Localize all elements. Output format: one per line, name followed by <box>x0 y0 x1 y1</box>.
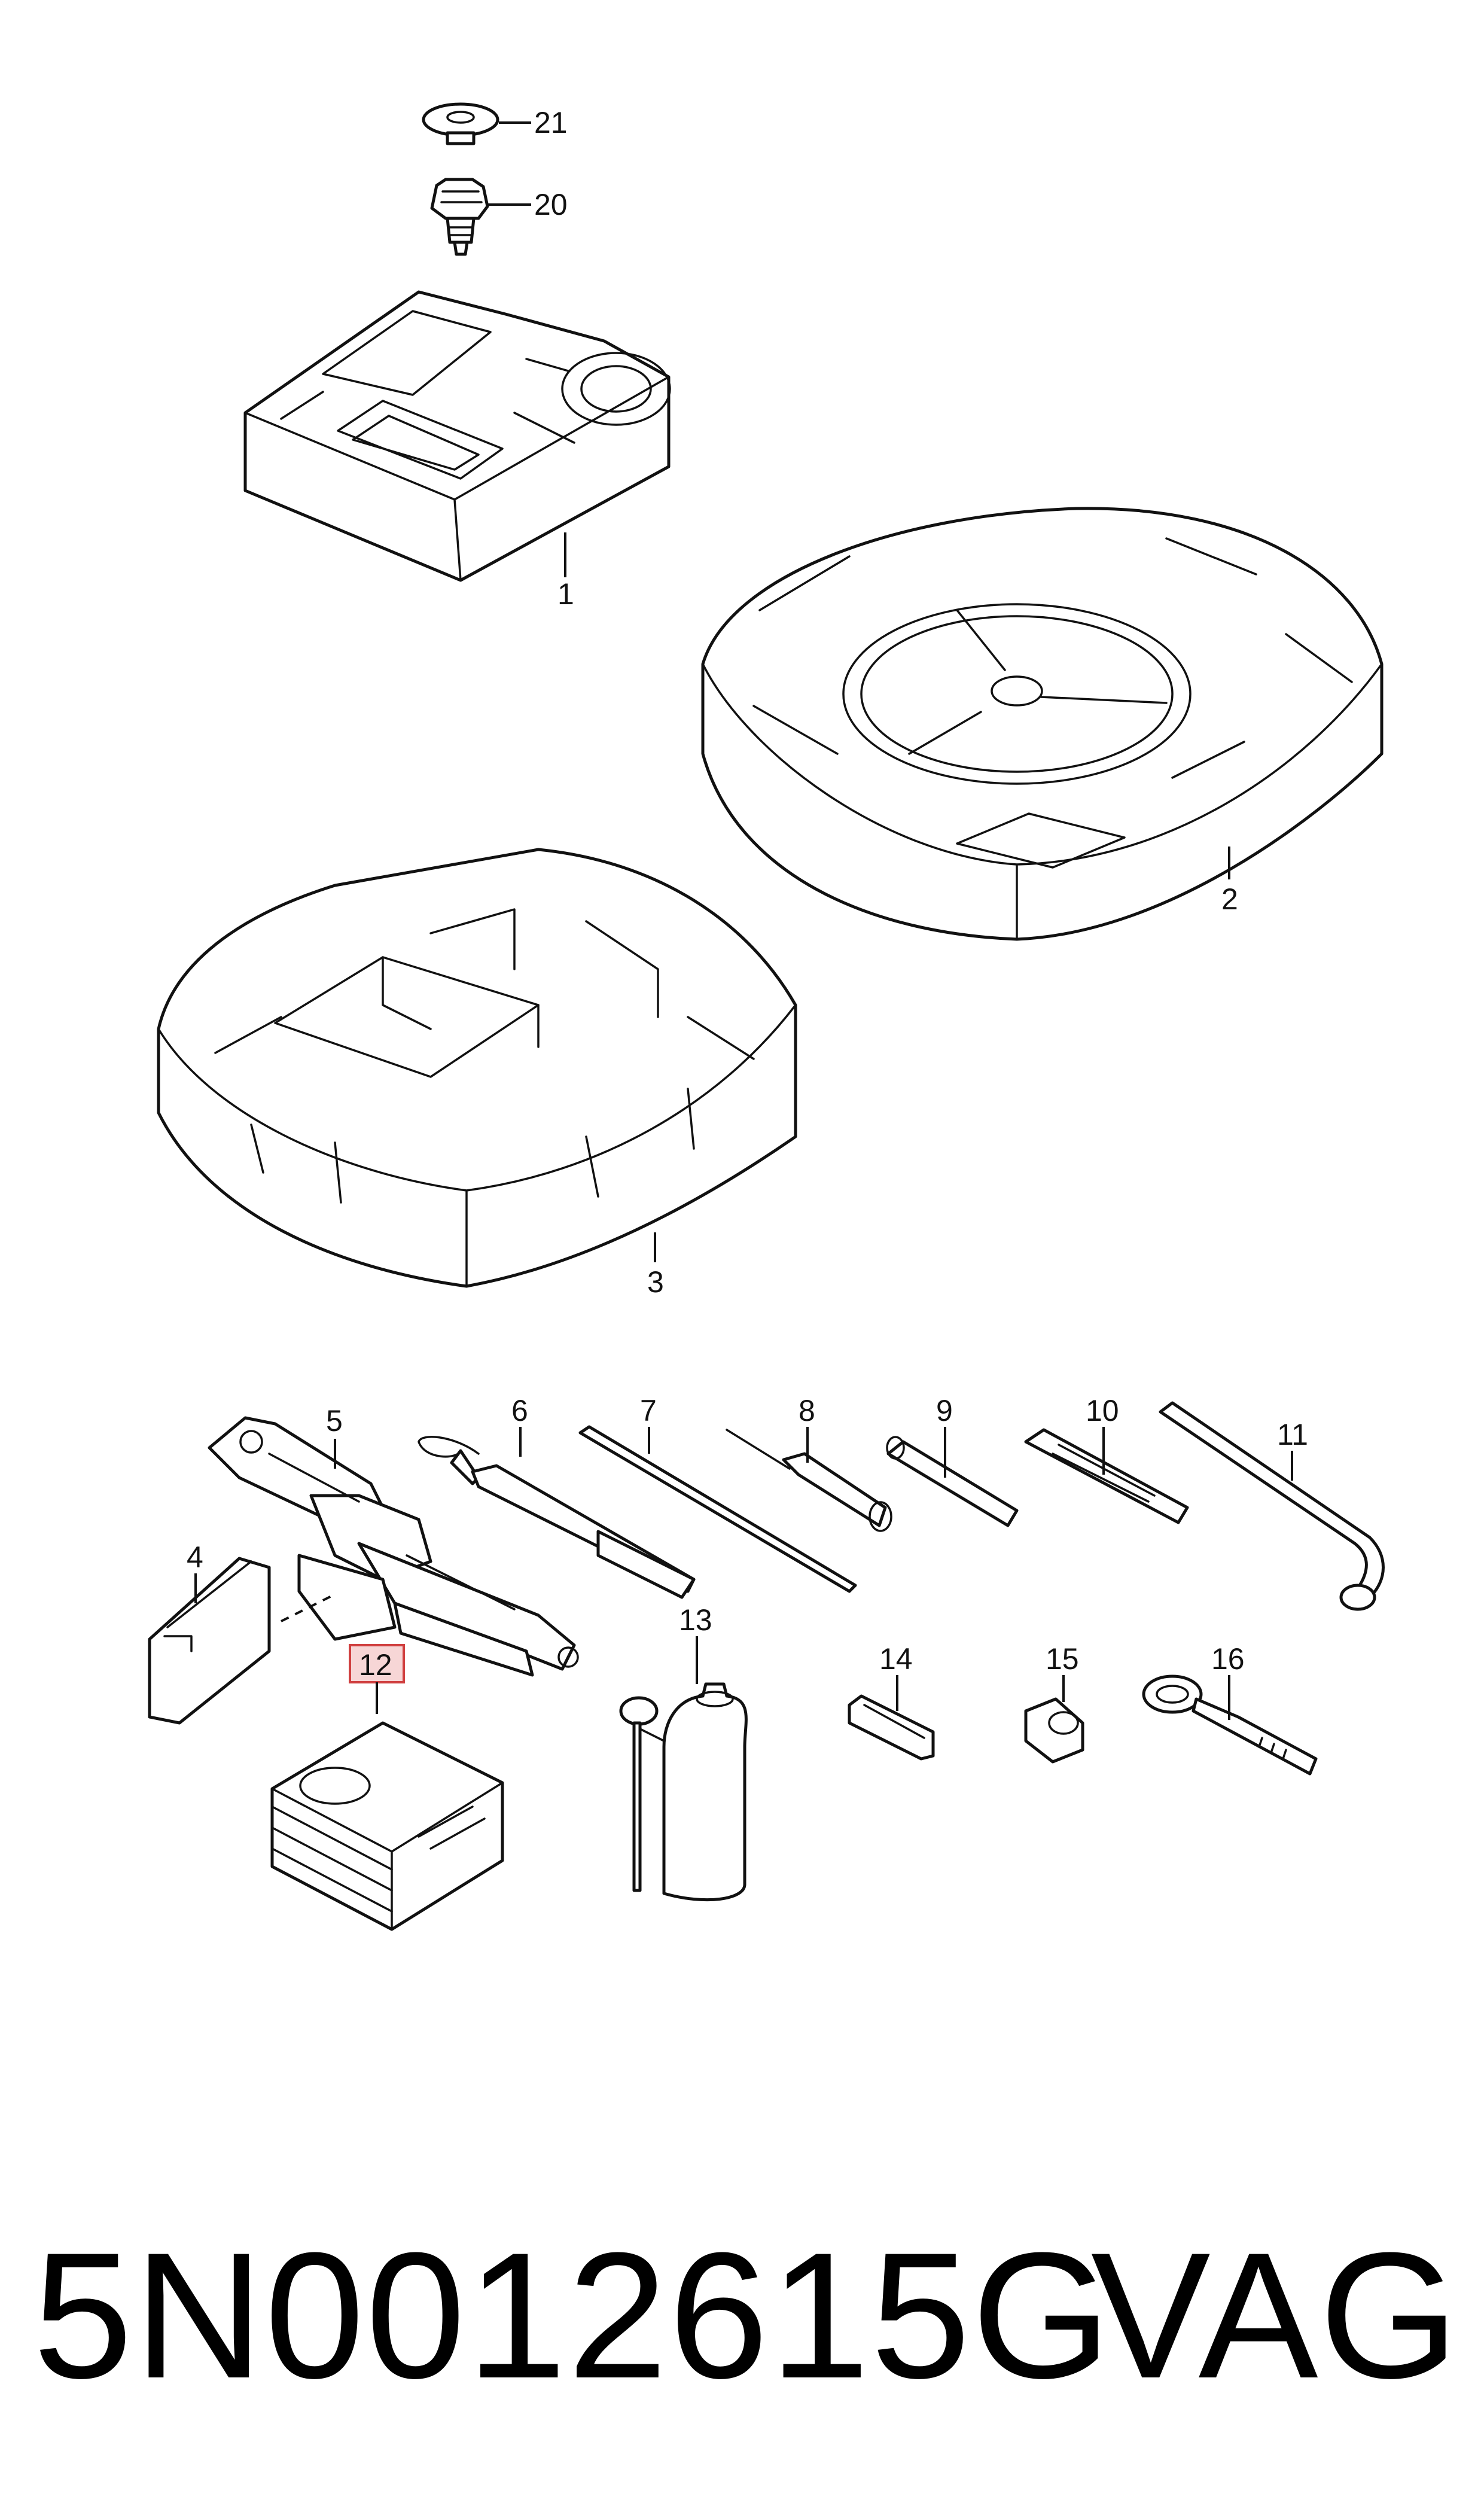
part-7-tow-rod[interactable] <box>578 1425 857 1593</box>
part-5-scissor-jack[interactable] <box>208 1416 579 1677</box>
callout-5: 5 <box>326 1404 343 1438</box>
callout-16: 16 <box>1211 1642 1245 1676</box>
part-20-nut[interactable] <box>430 178 489 256</box>
part-2-wheel-well-foam[interactable] <box>701 507 1384 941</box>
callout-4: 4 <box>187 1540 203 1574</box>
callout-2: 2 <box>1221 882 1238 916</box>
callout-21: 21 <box>534 106 568 139</box>
callout-9: 9 <box>936 1394 953 1427</box>
callout-20: 20 <box>534 188 568 221</box>
part-9-adapter-tube[interactable] <box>886 1436 1019 1527</box>
part-8-screwdriver[interactable] <box>726 1429 892 1532</box>
callout-7: 7 <box>640 1394 657 1427</box>
pad-to-jack-dashed-line <box>281 1593 336 1622</box>
callout-6: 6 <box>511 1394 528 1427</box>
part-21-cap[interactable] <box>422 102 499 145</box>
callout-8: 8 <box>799 1394 815 1427</box>
part-16-towing-eye[interactable] <box>1142 1674 1318 1776</box>
callout-10: 10 <box>1086 1394 1119 1427</box>
part-6-crank-handle[interactable] <box>418 1436 696 1599</box>
callout-14: 14 <box>879 1642 913 1676</box>
callout-1: 1 <box>557 577 574 611</box>
callout-12: 12 <box>359 1648 392 1682</box>
part-15-lock-adapter[interactable] <box>1024 1697 1084 1764</box>
callout-3: 3 <box>647 1265 664 1299</box>
callout-13: 13 <box>679 1603 712 1637</box>
part-10-extension-bar[interactable] <box>1024 1428 1189 1524</box>
part-number-label: 5N0012615G <box>33 2215 1113 2416</box>
part-14-hook-clip[interactable] <box>848 1694 935 1761</box>
part-13-sealant-bottle[interactable] <box>619 1682 748 1902</box>
part-1-foam-insert[interactable] <box>243 290 671 582</box>
callout-11: 11 <box>1277 1418 1308 1451</box>
part-4-jack-pad[interactable] <box>148 1557 271 1725</box>
brand-label: VAG <box>1090 2215 1460 2416</box>
callout-12-highlight <box>349 1644 405 1683</box>
part-11-wheel-wrench[interactable] <box>1159 1401 1385 1611</box>
callout-15: 15 <box>1046 1642 1079 1676</box>
part-12-tire-compressor[interactable] <box>270 1721 504 1931</box>
part-3-tool-tray-foam[interactable] <box>157 848 797 1288</box>
